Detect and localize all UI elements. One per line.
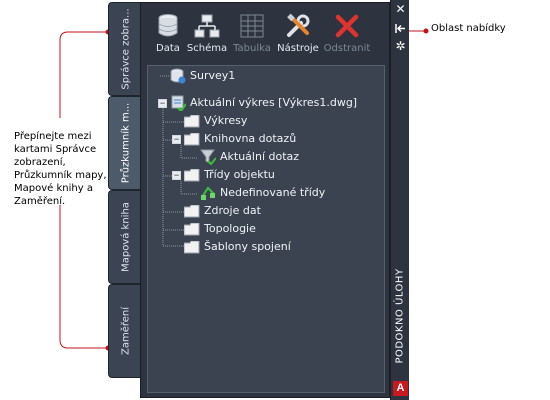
drawing-icon xyxy=(171,95,186,111)
tree-connector-lines xyxy=(160,75,198,247)
task-pane-title: PODOKNO ÚLOHY xyxy=(394,268,406,364)
filter-query-icon xyxy=(200,149,216,165)
schema-icon xyxy=(194,14,220,38)
folder-icon xyxy=(184,205,200,218)
folder-icon xyxy=(184,169,200,182)
remove-button[interactable]: Odstranit xyxy=(321,7,373,61)
autohide-icon[interactable] xyxy=(394,22,407,35)
schema-button[interactable]: Schéma xyxy=(185,7,229,61)
menu-toolbar: Data Schéma Tabulka xyxy=(147,7,383,61)
tab-map-explorer[interactable]: Průzkumník m... xyxy=(108,96,142,190)
classes-icon xyxy=(201,186,215,200)
folder-icon xyxy=(184,223,200,236)
folder-icon xyxy=(184,115,200,128)
menu-annotation: Oblast nabídky xyxy=(431,23,506,34)
collapse-query-library-icon[interactable]: − xyxy=(172,134,181,144)
folder-icon xyxy=(184,241,200,254)
database-icon xyxy=(158,14,178,37)
vertical-tabs: Správce zobra... Průzkumník m... Mapová … xyxy=(108,0,142,400)
tab-survey[interactable]: Zaměření xyxy=(108,284,142,378)
map-explorer-tree: Survey1 − Aktuální výkres [Výkres1.dwg] … xyxy=(147,65,385,393)
remove-x-icon xyxy=(335,14,359,38)
table-button[interactable]: Tabulka xyxy=(229,7,275,61)
table-icon xyxy=(240,14,264,38)
close-icon[interactable]: ✕ xyxy=(395,2,406,16)
data-button[interactable]: Data xyxy=(149,7,187,61)
tab-display-manager[interactable]: Správce zobra... xyxy=(108,2,142,96)
task-pane-title-strip: ✕ ✲ PODOKNO ÚLOHY A xyxy=(390,0,409,400)
autodesk-logo-icon: A xyxy=(393,381,408,396)
tabs-annotation: Přepínejte mezi kartami Správce zobrazen… xyxy=(14,131,107,207)
tools-icon xyxy=(287,13,310,37)
tab-map-book[interactable]: Mapová kniha xyxy=(108,190,142,284)
survey-database-icon xyxy=(170,68,186,84)
properties-gear-icon[interactable]: ✲ xyxy=(395,39,406,53)
tools-button[interactable]: Nástroje xyxy=(275,7,321,61)
task-pane-palette: Data Schéma Tabulka xyxy=(140,2,390,398)
folder-icon xyxy=(184,133,200,146)
collapse-object-classes-icon[interactable]: − xyxy=(172,170,181,180)
collapse-drawing-icon[interactable]: − xyxy=(158,98,167,108)
